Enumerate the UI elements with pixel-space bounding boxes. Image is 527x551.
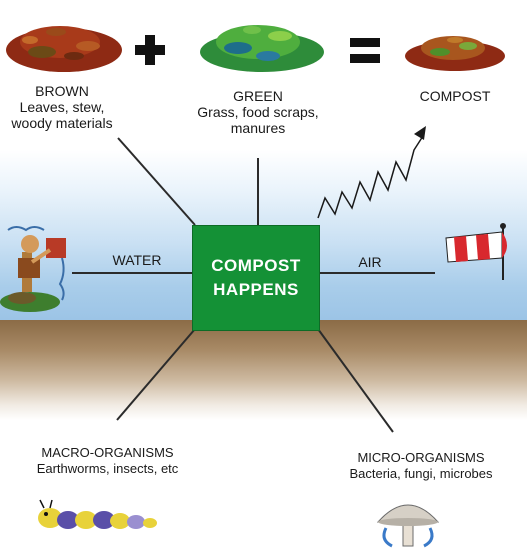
brown-label: BROWN Leaves, stew, woody materials: [0, 83, 124, 131]
center-line1: COMPOST: [211, 256, 301, 275]
connector-micro: [317, 328, 394, 433]
compost-label: COMPOST: [405, 88, 505, 104]
connector-brown: [117, 137, 196, 226]
air-label: AIR: [358, 254, 382, 270]
equals-icon: [350, 38, 380, 63]
plus-icon: [135, 35, 165, 65]
compost-title: COMPOST: [419, 88, 491, 104]
compost-happens-box: COMPOST HAPPENS: [192, 225, 320, 331]
brown-line1: Leaves, stew,: [19, 99, 105, 115]
green-line2: manures: [230, 120, 286, 136]
green-pile-icon: [200, 25, 324, 72]
heat-zigzag-icon: [317, 135, 424, 219]
soil-band: [0, 320, 527, 420]
water-person-icon: [0, 226, 66, 312]
windsock-icon: [445, 223, 507, 280]
brown-pile-icon: [6, 26, 122, 72]
center-line2: HAPPENS: [213, 280, 299, 299]
water-label: WATER: [112, 252, 162, 268]
brown-line2: woody materials: [11, 115, 113, 131]
micro-title: MICRO-ORGANISMS: [357, 450, 485, 465]
green-line1: Grass, food scraps,: [197, 104, 319, 120]
macro-line1: Earthworms, insects, etc: [36, 461, 179, 476]
macro-title: MACRO-ORGANISMS: [41, 445, 174, 460]
connector-macro: [116, 328, 196, 421]
caterpillar-icon: [38, 499, 157, 529]
brown-title: BROWN: [35, 83, 89, 99]
micro-line1: Bacteria, fungi, microbes: [349, 466, 493, 481]
micro-label: MICRO-ORGANISMS Bacteria, fungi, microbe…: [325, 450, 517, 482]
mushroom-icon: [376, 504, 440, 548]
macro-label: MACRO-ORGANISMS Earthworms, insects, etc: [10, 445, 205, 477]
green-title: GREEN: [233, 88, 283, 104]
green-label: GREEN Grass, food scraps, manures: [183, 88, 333, 136]
heat-arrowhead-icon: [414, 126, 426, 140]
compost-pile-icon: [405, 36, 505, 71]
